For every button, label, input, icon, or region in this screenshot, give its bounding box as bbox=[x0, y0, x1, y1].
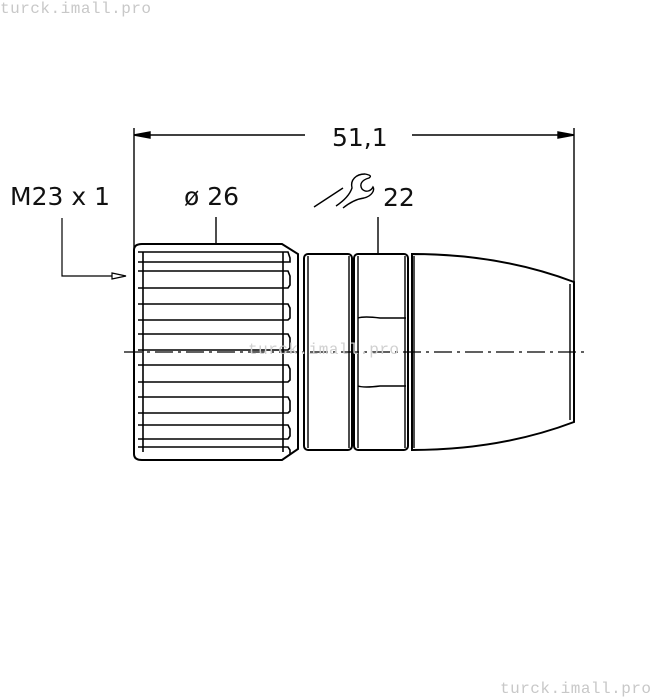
wrench-icon bbox=[313, 173, 375, 209]
length-label: 51,1 bbox=[332, 123, 388, 152]
watermark-middle: turck.imall.pro bbox=[248, 341, 400, 359]
coupling-nut bbox=[133, 243, 299, 461]
wrench-size-label: 22 bbox=[383, 183, 415, 212]
thread-label: M23 x 1 bbox=[10, 182, 110, 211]
diameter-label: ø 26 bbox=[184, 182, 239, 211]
watermark-top: turck.imall.pro bbox=[0, 0, 152, 18]
watermark-bottom: turck.imall.pro bbox=[500, 680, 652, 698]
length-dimension bbox=[133, 128, 575, 282]
thread-leader bbox=[61, 218, 127, 280]
